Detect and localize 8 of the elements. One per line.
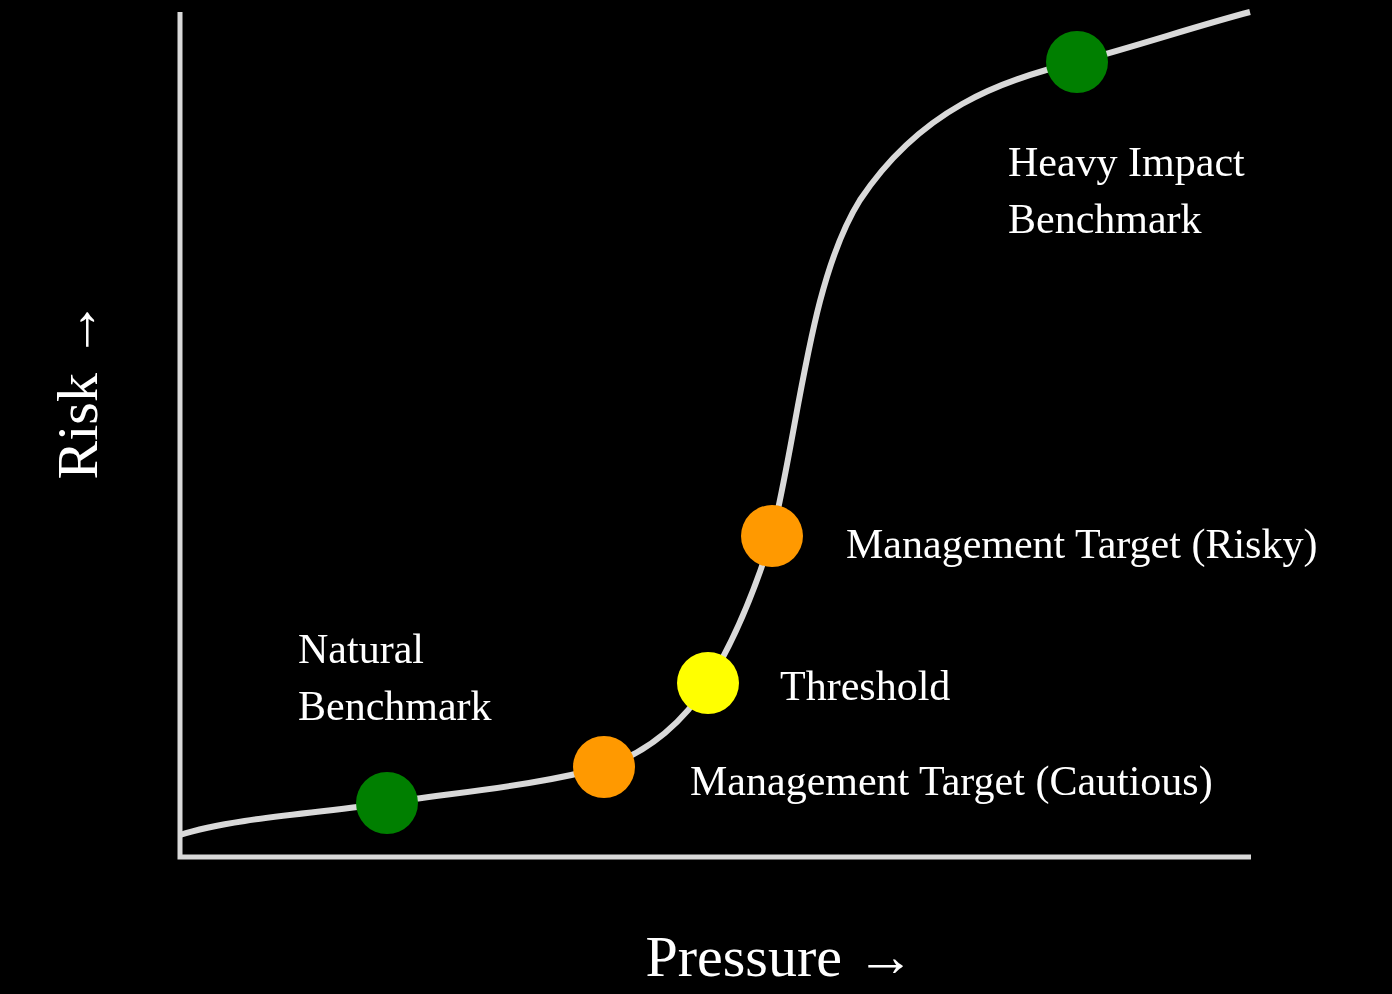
point-label: Threshold [780,662,952,711]
point-label: Management Target (Cautious) [690,757,1214,806]
point-label: Management Target (Risky) [846,520,1319,569]
point-label: Heavy Impact Benchmark [1008,138,1246,244]
axis-title: Risk → [44,299,111,482]
marker-dot [677,652,739,714]
axis-title: Pressure → [644,923,916,991]
point-label: Natural Benchmark [298,625,493,731]
